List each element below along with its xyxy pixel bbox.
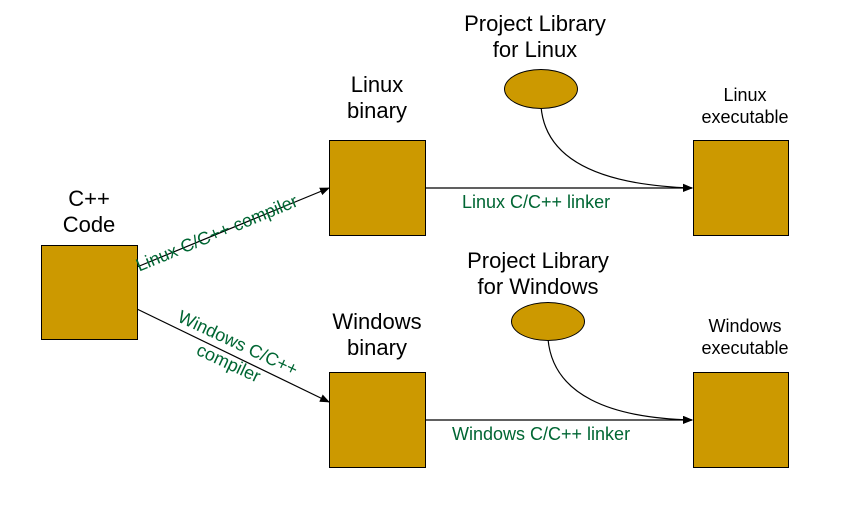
linux-linker-edge-label: Linux C/C++ linker (462, 192, 611, 212)
project-library-windows-oval (511, 302, 585, 341)
windows-binary-box (329, 372, 426, 468)
linux-compiler-arrow (136, 187, 330, 268)
windows-binary-label: Windows binary (316, 309, 438, 362)
windows-binary-label-line2: binary (347, 335, 407, 361)
linux-executable-label-line1: Linux (723, 85, 767, 105)
linux-executable-label-line2: executable (701, 106, 789, 127)
cpp-code-label-line1: C++ (68, 186, 110, 211)
linux-executable-label: Linux executable (680, 85, 810, 128)
project-library-linux-label-line1: Project Library (464, 11, 606, 36)
project-library-windows-label-line2: for Windows (477, 274, 599, 300)
project-library-windows-label-line1: Project Library (467, 248, 609, 273)
windows-library-link-curve (547, 338, 693, 424)
cpp-code-box (41, 245, 138, 340)
project-library-linux-label-line2: for Linux (492, 37, 578, 63)
windows-executable-box (693, 372, 789, 468)
cpp-code-label: C++ Code (40, 186, 138, 239)
windows-binary-label-line1: Windows (332, 309, 422, 334)
project-library-linux-oval (504, 69, 578, 109)
windows-executable-label: Windows executable (680, 316, 810, 359)
cpp-code-label-line2: Code (62, 212, 116, 238)
linux-executable-box (693, 140, 789, 236)
project-library-windows-label: Project Library for Windows (448, 248, 628, 301)
linux-library-link-curve (540, 105, 693, 192)
windows-compiler-arrow (136, 308, 330, 403)
project-library-linux-label: Project Library for Linux (446, 11, 624, 64)
windows-executable-label-line2: executable (701, 337, 789, 358)
windows-linker-edge-label: Windows C/C++ linker (452, 424, 631, 444)
linux-binary-label-line2: binary (347, 98, 407, 124)
linux-binary-label: Linux binary (326, 72, 428, 125)
windows-executable-label-line1: Windows (708, 316, 782, 336)
linux-binary-label-line1: Linux (350, 72, 404, 97)
linux-binary-box (329, 140, 426, 236)
